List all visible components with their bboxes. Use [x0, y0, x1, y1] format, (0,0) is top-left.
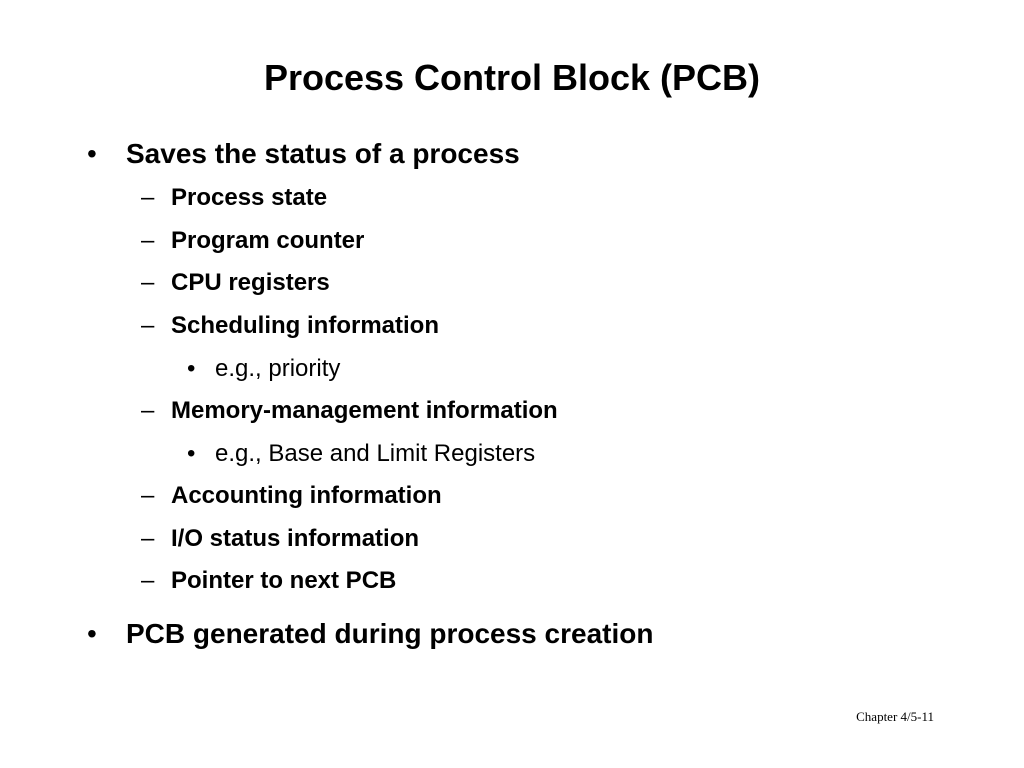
slide-title: Process Control Block (PCB)	[263, 57, 761, 98]
slide-footer: Chapter 4/5-11	[856, 709, 934, 724]
sub-sub-item-text: e.g., Base and Limit Registers	[215, 440, 536, 467]
sub-item: – Accounting information	[141, 481, 442, 511]
sub-item-text: Memory-management information	[171, 397, 558, 424]
sub-item-text: CPU registers	[171, 269, 330, 296]
dash-marker: –	[141, 184, 155, 211]
bullet-item: • PCB generated during process creation	[87, 617, 654, 651]
sub-item: – Memory-management information	[141, 396, 558, 426]
sub-item-text: Accounting information	[171, 482, 442, 509]
dash-marker: –	[141, 525, 155, 552]
sub-item-text: Program counter	[171, 227, 365, 254]
bullet-marker: •	[187, 355, 196, 382]
dash-marker: –	[141, 567, 155, 594]
dash-marker: –	[141, 312, 155, 339]
sub-item-text: Scheduling information	[171, 312, 439, 339]
bullet-text: Saves the status of a process	[126, 138, 520, 169]
sub-item-text: I/O status information	[171, 525, 420, 552]
sub-item: – Pointer to next PCB	[141, 566, 397, 596]
sub-sub-item-text: e.g., priority	[215, 355, 341, 382]
dash-marker: –	[141, 397, 155, 424]
sub-item: – CPU registers	[141, 268, 330, 298]
bullet-marker: •	[87, 138, 97, 169]
bullet-item: • Saves the status of a process	[87, 137, 520, 171]
sub-item-text: Process state	[171, 184, 328, 211]
sub-item: – I/O status information	[141, 524, 420, 554]
sub-item: – Program counter	[141, 226, 365, 256]
sub-item-text: Pointer to next PCB	[171, 567, 397, 594]
sub-sub-item: • e.g., Base and Limit Registers	[187, 439, 536, 469]
dash-marker: –	[141, 269, 155, 296]
bullet-text: PCB generated during process creation	[126, 618, 654, 649]
dash-marker: –	[141, 482, 155, 509]
sub-item: – Process state	[141, 183, 328, 213]
dash-marker: –	[141, 227, 155, 254]
bullet-marker: •	[87, 618, 97, 649]
sub-item: – Scheduling information	[141, 311, 439, 341]
sub-sub-item: • e.g., priority	[187, 354, 341, 384]
bullet-marker: •	[187, 440, 196, 467]
